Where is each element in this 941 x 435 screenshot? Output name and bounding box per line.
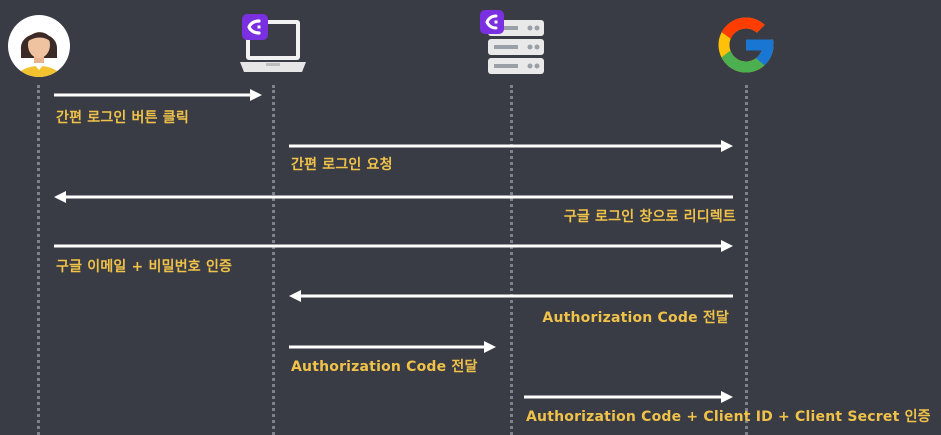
message-arrow-5 <box>289 290 733 302</box>
message-label-6: Authorization Code 전달 <box>291 359 478 375</box>
message-label-3: 구글 로그인 창으로 리디렉트 <box>563 209 736 225</box>
message-arrow-7 <box>524 391 733 403</box>
message-arrow-1 <box>54 89 262 101</box>
google-logo-icon <box>713 12 779 82</box>
message-label-5: Authorization Code 전달 <box>542 310 729 326</box>
lifeline-user <box>37 85 40 435</box>
server-icon <box>480 10 546 82</box>
lifeline-google <box>745 85 748 435</box>
lifeline-server <box>510 85 513 435</box>
laptop-icon <box>240 14 306 80</box>
message-arrow-6 <box>289 341 496 353</box>
message-label-2: 간편 로그인 요청 <box>291 157 393 173</box>
message-label-1: 간편 로그인 버튼 클릭 <box>56 110 189 126</box>
user-avatar-icon <box>7 14 71 82</box>
message-arrow-3 <box>54 191 733 203</box>
message-label-4: 구글 이메일 + 비밀번호 인증 <box>56 259 233 275</box>
message-arrow-2 <box>289 140 733 152</box>
lifeline-client <box>272 85 275 435</box>
message-label-7: Authorization Code + Client ID + Client … <box>526 409 931 425</box>
message-arrow-4 <box>54 240 733 252</box>
